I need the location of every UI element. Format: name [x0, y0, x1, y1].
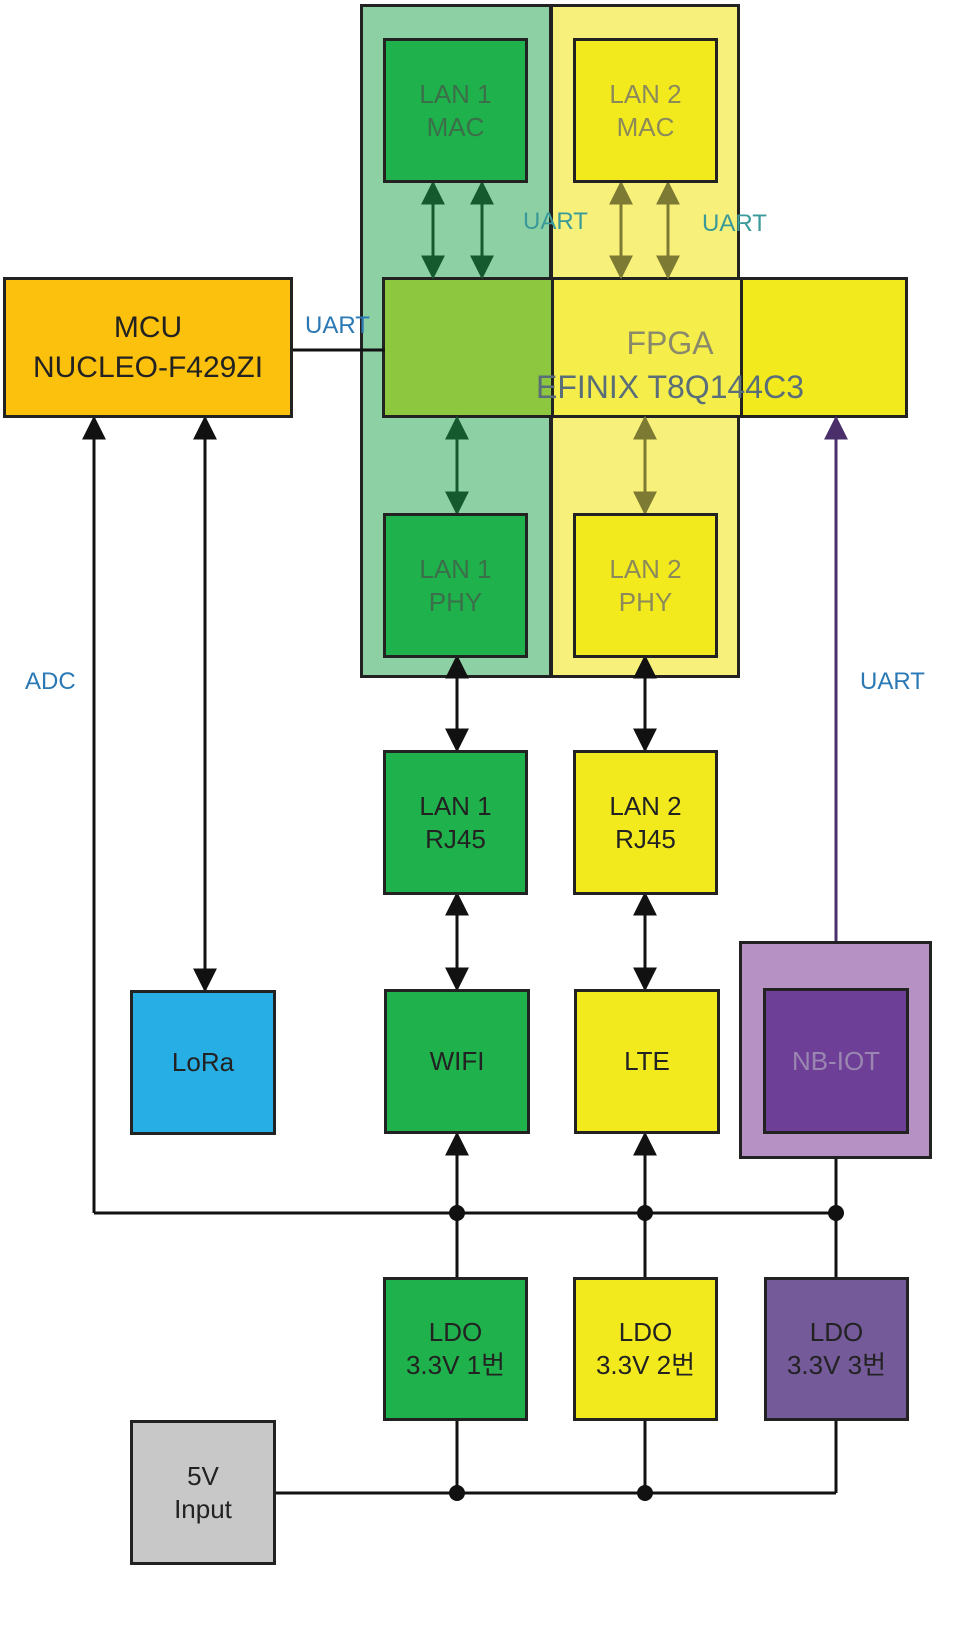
fpga-line2: EFINIX T8Q144C3	[536, 369, 804, 405]
ldo1-line1: LDO	[428, 1317, 483, 1347]
fpga-overlap-section	[554, 280, 743, 415]
mcu-line2: NUCLEO-F429ZI	[32, 350, 264, 384]
lan2-phy-line1: LAN 2	[609, 553, 682, 584]
uart-mac1-label: UART	[523, 208, 588, 235]
lan1-mac-block: LAN 1 MAC	[383, 38, 528, 183]
lan1-phy-block: LAN 1 PHY	[383, 513, 528, 658]
lan2-mac-line1: LAN 2	[609, 78, 682, 109]
mcu-line1: MCU	[113, 310, 183, 344]
ldo1-line2: 3.3V 1번	[405, 1350, 506, 1380]
lte-label: LTE	[624, 1046, 670, 1076]
uart-mac2-label: UART	[702, 210, 767, 237]
ldo2-line2: 3.3V 2번	[595, 1350, 696, 1380]
ldo3-line2: 3.3V 3번	[786, 1350, 887, 1380]
lan1-mac-line1: LAN 1	[419, 78, 492, 109]
lan2-rj45-line2: RJ45	[615, 823, 676, 854]
fpga-line1: FPGA	[626, 325, 714, 361]
ldo2-line1: LDO	[618, 1317, 673, 1347]
uart-nbiot-label: UART	[860, 668, 925, 695]
nbiot-label: NB-IOT	[791, 1045, 881, 1076]
ldo2-block: LDO 3.3V 2번	[573, 1277, 718, 1421]
lan1-rj45-line2: RJ45	[425, 823, 486, 854]
lte-block: LTE	[574, 989, 720, 1134]
junction-ldo1	[449, 1485, 465, 1501]
ldo3-block: LDO 3.3V 3번	[764, 1277, 909, 1421]
lan1-mac-line2: MAC	[426, 111, 485, 142]
lora-label: LoRa	[171, 1047, 235, 1077]
wifi-label: WIFI	[429, 1046, 485, 1076]
lan1-rj45-line1: LAN 1	[419, 790, 492, 821]
fpga-green-section	[385, 280, 554, 415]
input-5v-block: 5V Input	[130, 1420, 276, 1565]
lan2-phy-line2: PHY	[618, 586, 673, 617]
lan2-phy-block: LAN 2 PHY	[573, 513, 718, 658]
lan1-rj45-block: LAN 1 RJ45	[383, 750, 528, 895]
lan1-phy-line2: PHY	[428, 586, 483, 617]
lan2-mac-block: LAN 2 MAC	[573, 38, 718, 183]
lan2-rj45-line1: LAN 2	[609, 790, 682, 821]
input-5v-line1: 5V	[187, 1460, 219, 1491]
lora-block: LoRa	[130, 990, 276, 1135]
lan2-mac-line2: MAC	[616, 111, 675, 142]
nbiot-block: NB-IOT	[763, 988, 909, 1134]
adc-label: ADC	[25, 668, 76, 695]
input-5v-line2: Input	[174, 1493, 232, 1524]
ldo3-line1: LDO	[809, 1317, 864, 1347]
uart-mcu-label: UART	[305, 312, 370, 339]
mcu-block: MCU NUCLEO-F429ZI	[3, 277, 293, 418]
junction-ldo2	[637, 1485, 653, 1501]
ldo1-block: LDO 3.3V 1번	[383, 1277, 528, 1421]
lan2-rj45-block: LAN 2 RJ45	[573, 750, 718, 895]
lan1-phy-line1: LAN 1	[419, 553, 492, 584]
fpga-label: FPGA EFINIX T8Q144C3	[390, 300, 950, 430]
wifi-block: WIFI	[384, 989, 530, 1134]
